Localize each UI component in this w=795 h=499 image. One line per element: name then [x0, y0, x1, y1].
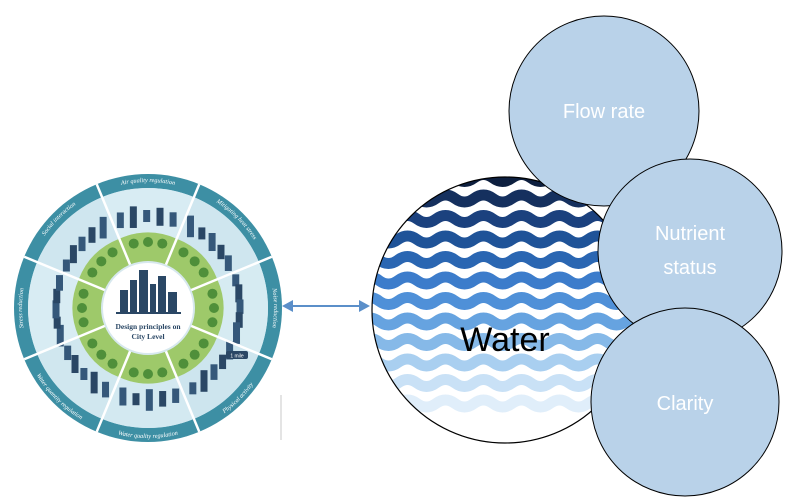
bubble-nutrient-status-label-line1: Nutrient [655, 223, 725, 245]
water-label: Water [460, 321, 549, 359]
segment-city-scene [52, 275, 106, 347]
wheel-spoke [23, 255, 106, 292]
wheel-spoke [190, 324, 273, 361]
wheel-segment-label: Stress reduction [17, 287, 26, 328]
bubble-clarity-label: Clarity [657, 393, 714, 415]
wheel-center-title-line2: City Level [131, 332, 164, 341]
segment-city-scene [119, 350, 180, 411]
bubble-clarity: Clarity [590, 307, 780, 497]
wheel-spoke [23, 324, 106, 361]
arrow-head-right [359, 300, 370, 312]
wheel-spokes [23, 183, 273, 433]
wheel-spoke [190, 255, 273, 292]
wheel-segment-label: Water quality regulation [118, 430, 179, 440]
city-skyline-icon [116, 270, 181, 314]
bubble-flow-rate-label: Flow rate [563, 101, 645, 123]
wave-band [372, 312, 638, 331]
arrow-head-left [282, 300, 293, 312]
double-arrow-connector [282, 300, 370, 312]
wheel-spoke [164, 350, 201, 433]
wheel-spoke [164, 183, 201, 266]
wheel-spoke [95, 350, 132, 433]
bubble-nutrient-status-label-line2: status [663, 257, 716, 279]
wheel-spoke [95, 183, 132, 266]
wave-band [372, 292, 638, 310]
wheel-center-title-line1: Design principles on [115, 322, 181, 331]
wheel-segment-label: Air quality regulation [119, 177, 175, 187]
distance-sign-text: 1 mile [230, 354, 244, 360]
distance-sign: 1 mile [226, 351, 248, 360]
wheel-segment-label: Noise reduction [270, 287, 279, 329]
wheel-city-scenes [52, 206, 244, 411]
segment-city-scene [190, 274, 244, 344]
segment-city-scene [116, 206, 177, 266]
bubble-flow-rate: Flow rate [508, 15, 700, 207]
